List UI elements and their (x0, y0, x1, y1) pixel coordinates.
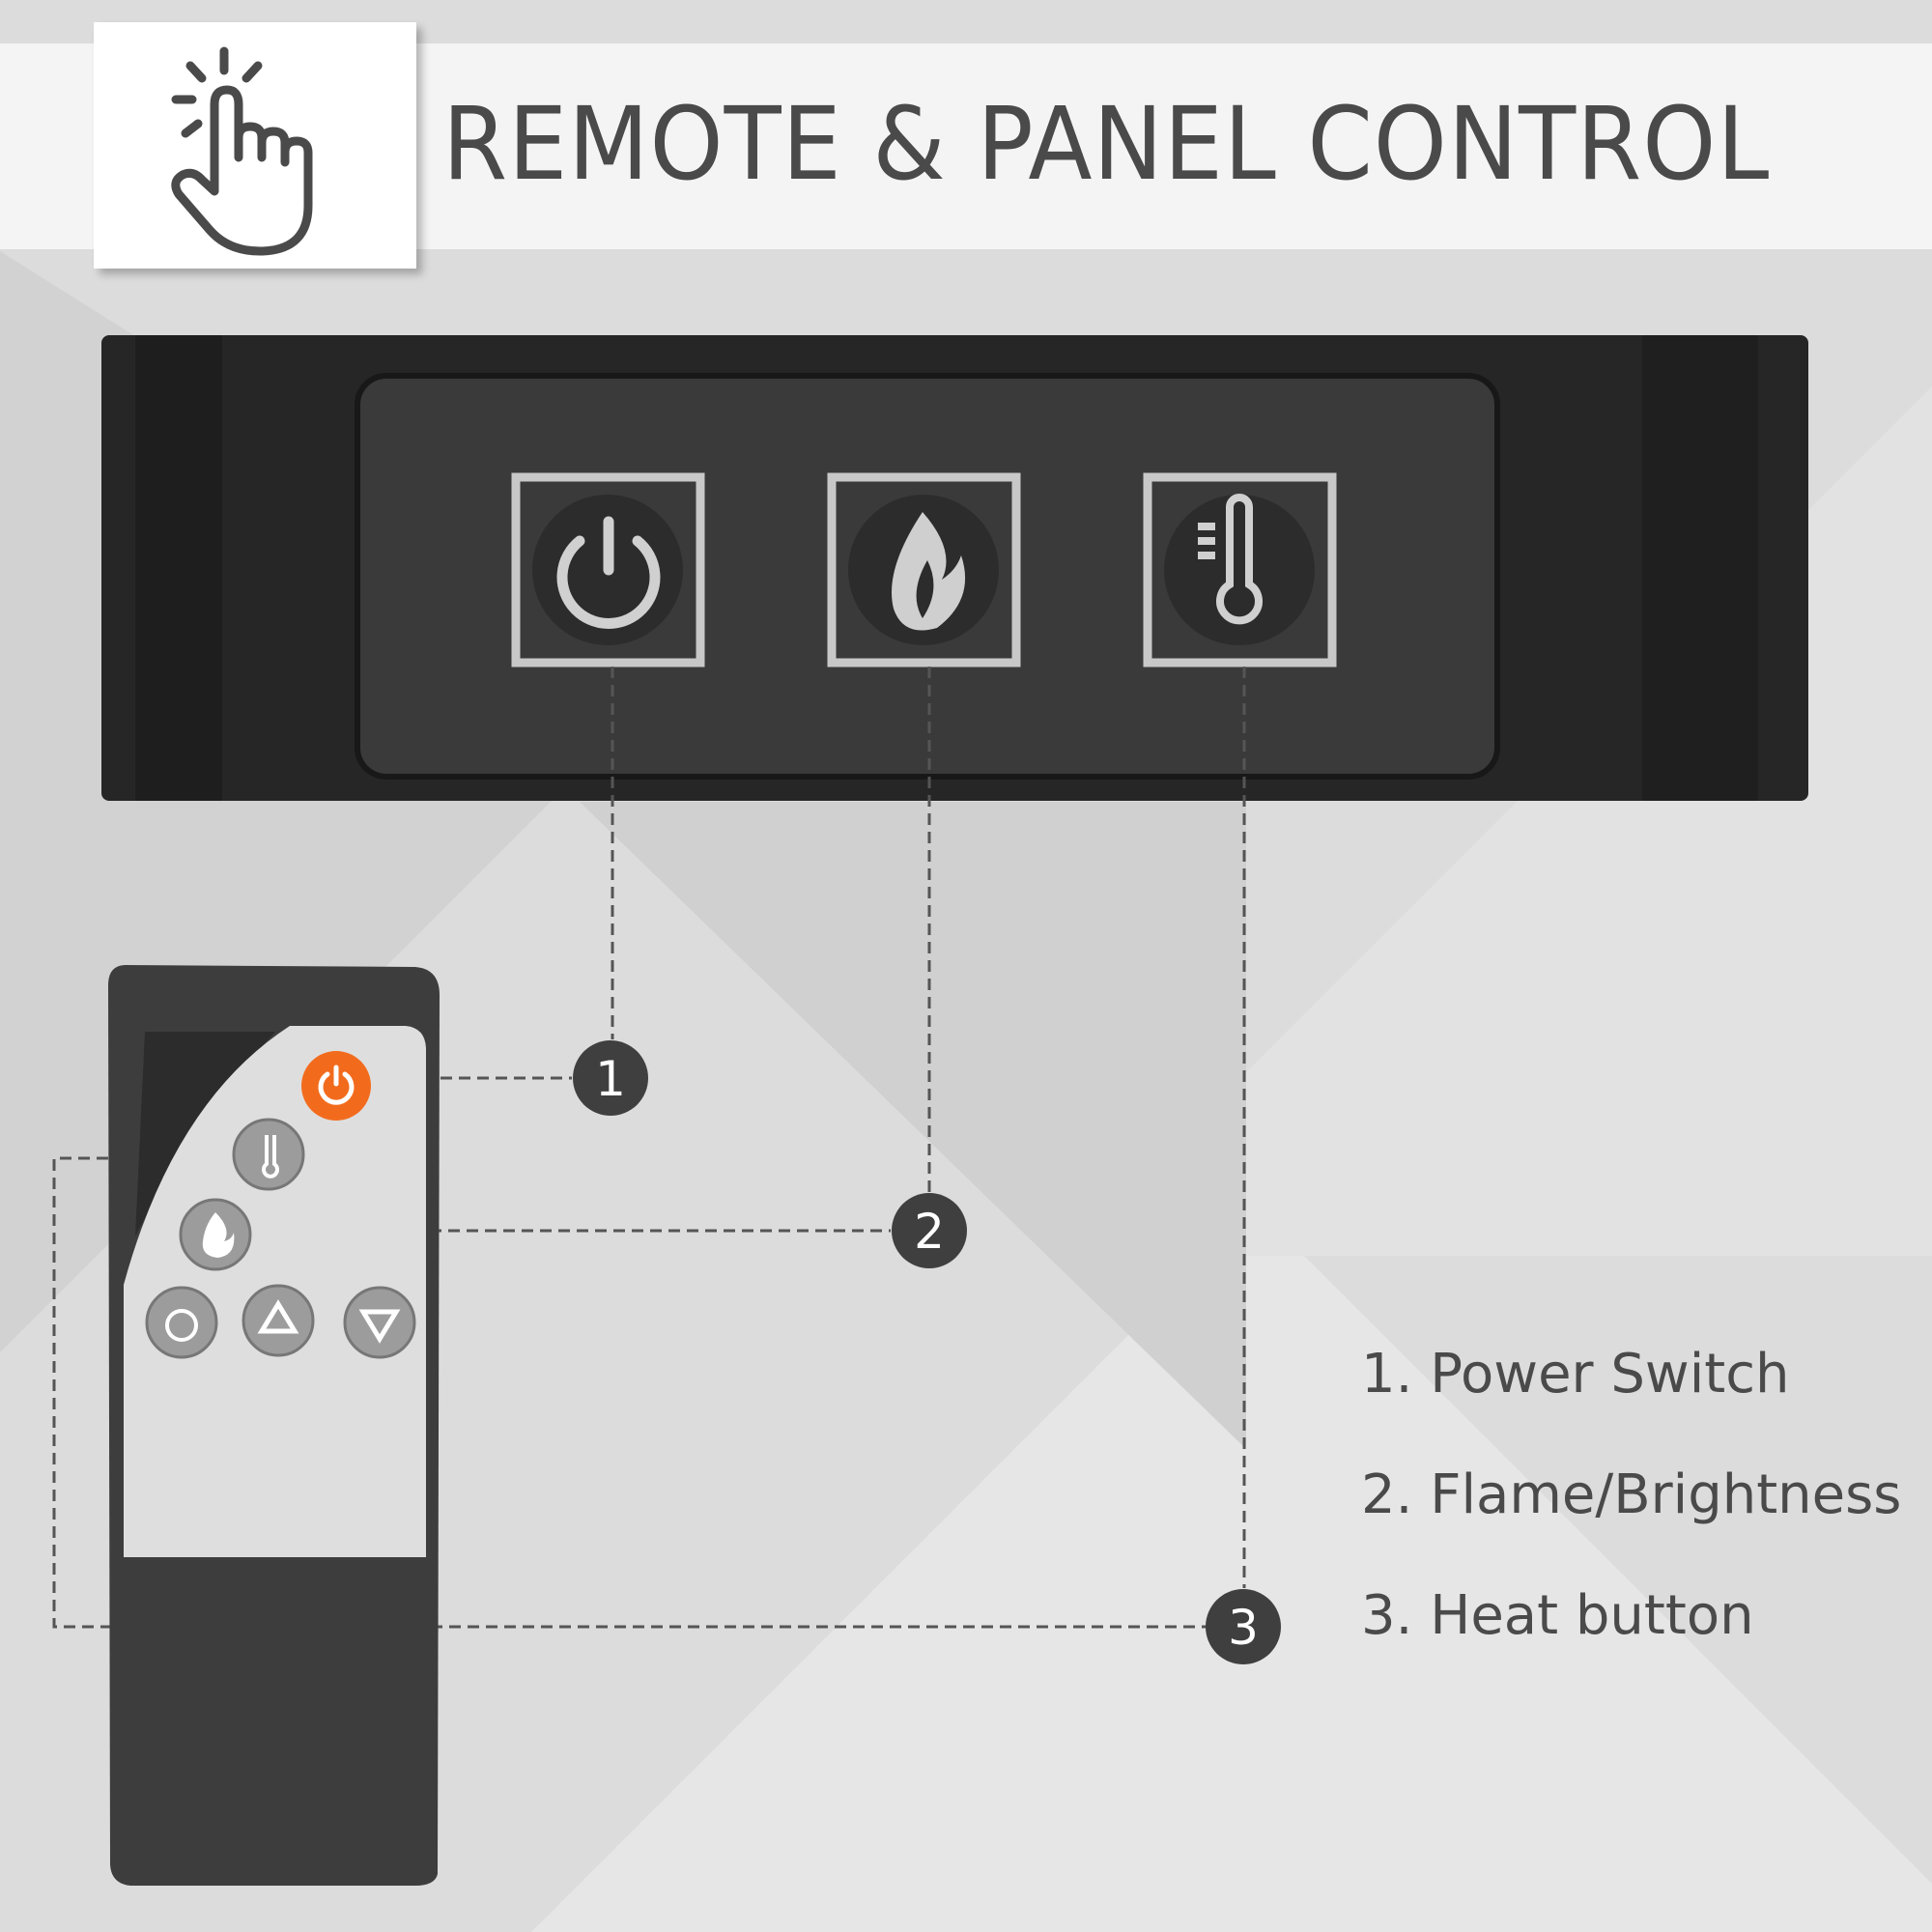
power-icon (556, 516, 661, 629)
marker-1: 1 (573, 1040, 648, 1116)
legend-item-power: 1. Power Switch (1361, 1343, 1790, 1406)
remote-flame-button[interactable] (179, 1198, 252, 1271)
remote-power-button[interactable] (301, 1051, 371, 1121)
remote-heat-button[interactable] (232, 1118, 305, 1191)
remote-down-button[interactable] (343, 1286, 416, 1359)
marker-2: 2 (892, 1193, 967, 1268)
remote-timer-button[interactable] (145, 1286, 218, 1359)
timer-icon (165, 1309, 198, 1342)
legend-item-flame: 2. Flame/Brightness (1361, 1463, 1902, 1526)
tap-hand-icon (171, 46, 313, 256)
control-panel (101, 335, 1808, 801)
svg-text:1: 1 (595, 1051, 626, 1107)
panel-power-button[interactable] (511, 472, 705, 668)
connector-lines (52, 667, 1246, 1629)
panel-flame-button[interactable] (827, 472, 1021, 668)
svg-text:3: 3 (1228, 1600, 1259, 1656)
legend-item-heat: 3. Heat button (1361, 1584, 1754, 1647)
thermometer-icon (262, 1135, 279, 1179)
up-arrow-icon (257, 1299, 299, 1334)
panel-heat-button[interactable] (1143, 472, 1337, 668)
thermometer-icon (1198, 494, 1263, 625)
remote-control (108, 965, 440, 1886)
remote-up-button[interactable] (242, 1284, 315, 1357)
marker-3: 3 (1206, 1589, 1281, 1664)
flame-icon (202, 1212, 235, 1258)
down-arrow-icon (358, 1309, 401, 1344)
header-icon-box (94, 22, 416, 269)
page-title: REMOTE & PANEL CONTROL (442, 85, 1771, 203)
power-icon (318, 1065, 355, 1105)
svg-text:2: 2 (914, 1204, 945, 1260)
